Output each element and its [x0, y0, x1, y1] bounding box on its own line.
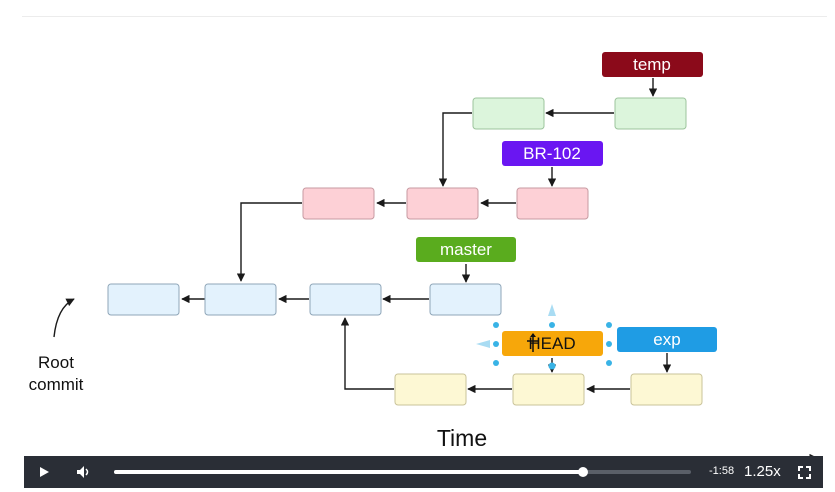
- time-remaining: -1:58: [709, 465, 735, 477]
- fullscreen-icon: [797, 465, 811, 479]
- progress-fill: [114, 470, 584, 474]
- resize-handle-ne: [606, 322, 612, 328]
- resize-handle-e: [606, 341, 612, 347]
- playback-rate-button[interactable]: 1.25x: [744, 463, 781, 480]
- branch-temp-box: [602, 52, 703, 77]
- selection-handles[interactable]: [476, 304, 612, 370]
- root-commit-note: Root commit: [29, 298, 84, 394]
- branch-exp-text: exp: [653, 330, 680, 349]
- volume-button[interactable]: [68, 456, 100, 488]
- commit-yellow-2: [512, 373, 585, 406]
- branch-label-master: master: [416, 237, 516, 262]
- commit-yellow-1: [394, 373, 467, 406]
- connect-arrow-left-icon: [476, 340, 490, 348]
- edge-g1-r2: [438, 112, 472, 187]
- resize-handle-nw: [493, 322, 499, 328]
- resize-handle-w: [493, 341, 499, 347]
- progress-knob[interactable]: [578, 467, 589, 477]
- volume-icon: [77, 466, 89, 478]
- edge-y1-b3: [340, 317, 394, 390]
- branch-label-br102: BR-102: [502, 141, 603, 166]
- commit-green-2: [614, 97, 687, 130]
- head-text: HEAD: [528, 334, 575, 353]
- commit-blue-4: [429, 283, 502, 316]
- commit-yellow-3: [630, 373, 703, 406]
- resize-handle-sw: [493, 360, 499, 366]
- commit-edges: [181, 78, 818, 456]
- head-pointer[interactable]: HEAD: [476, 304, 612, 370]
- top-divider: [22, 16, 827, 17]
- commit-red-2: [406, 187, 479, 220]
- commit-red-3: [516, 187, 589, 220]
- branch-master-box: [416, 237, 516, 262]
- play-button[interactable]: [28, 456, 60, 488]
- fullscreen-button[interactable]: [788, 456, 820, 488]
- resize-handle-se: [606, 360, 612, 366]
- branch-exp-box: [617, 327, 717, 352]
- root-note-line2: commit: [29, 375, 84, 394]
- branch-master-text: master: [440, 240, 492, 259]
- root-note-line1: Root: [38, 353, 74, 372]
- commit-green-1: [472, 97, 545, 130]
- head-box[interactable]: [502, 331, 603, 356]
- edge-r1-b2: [236, 202, 302, 282]
- branch-label-temp: temp: [602, 52, 703, 77]
- time-axis-label: Time: [437, 425, 487, 451]
- rotate-handle: [548, 362, 556, 370]
- branch-br102-box: [502, 141, 603, 166]
- branch-br102-text: BR-102: [523, 144, 581, 163]
- progress-bar[interactable]: [114, 467, 691, 477]
- resize-handle-n: [549, 322, 555, 328]
- root-note-arrow: [53, 298, 75, 338]
- play-icon: [40, 467, 49, 477]
- video-controls: -1:58 1.25x: [24, 456, 823, 488]
- move-cursor-icon: [527, 333, 539, 352]
- connect-arrow-up-icon: [548, 304, 556, 316]
- commit-root: [107, 283, 180, 316]
- branch-temp-text: temp: [633, 55, 671, 74]
- commits: [107, 97, 703, 406]
- branch-label-exp: exp: [617, 327, 717, 352]
- commit-red-1: [302, 187, 375, 220]
- commit-blue-2: [204, 283, 277, 316]
- git-branch-diagram: temp BR-102 master exp HEAD: [29, 52, 818, 456]
- commit-blue-3: [309, 283, 382, 316]
